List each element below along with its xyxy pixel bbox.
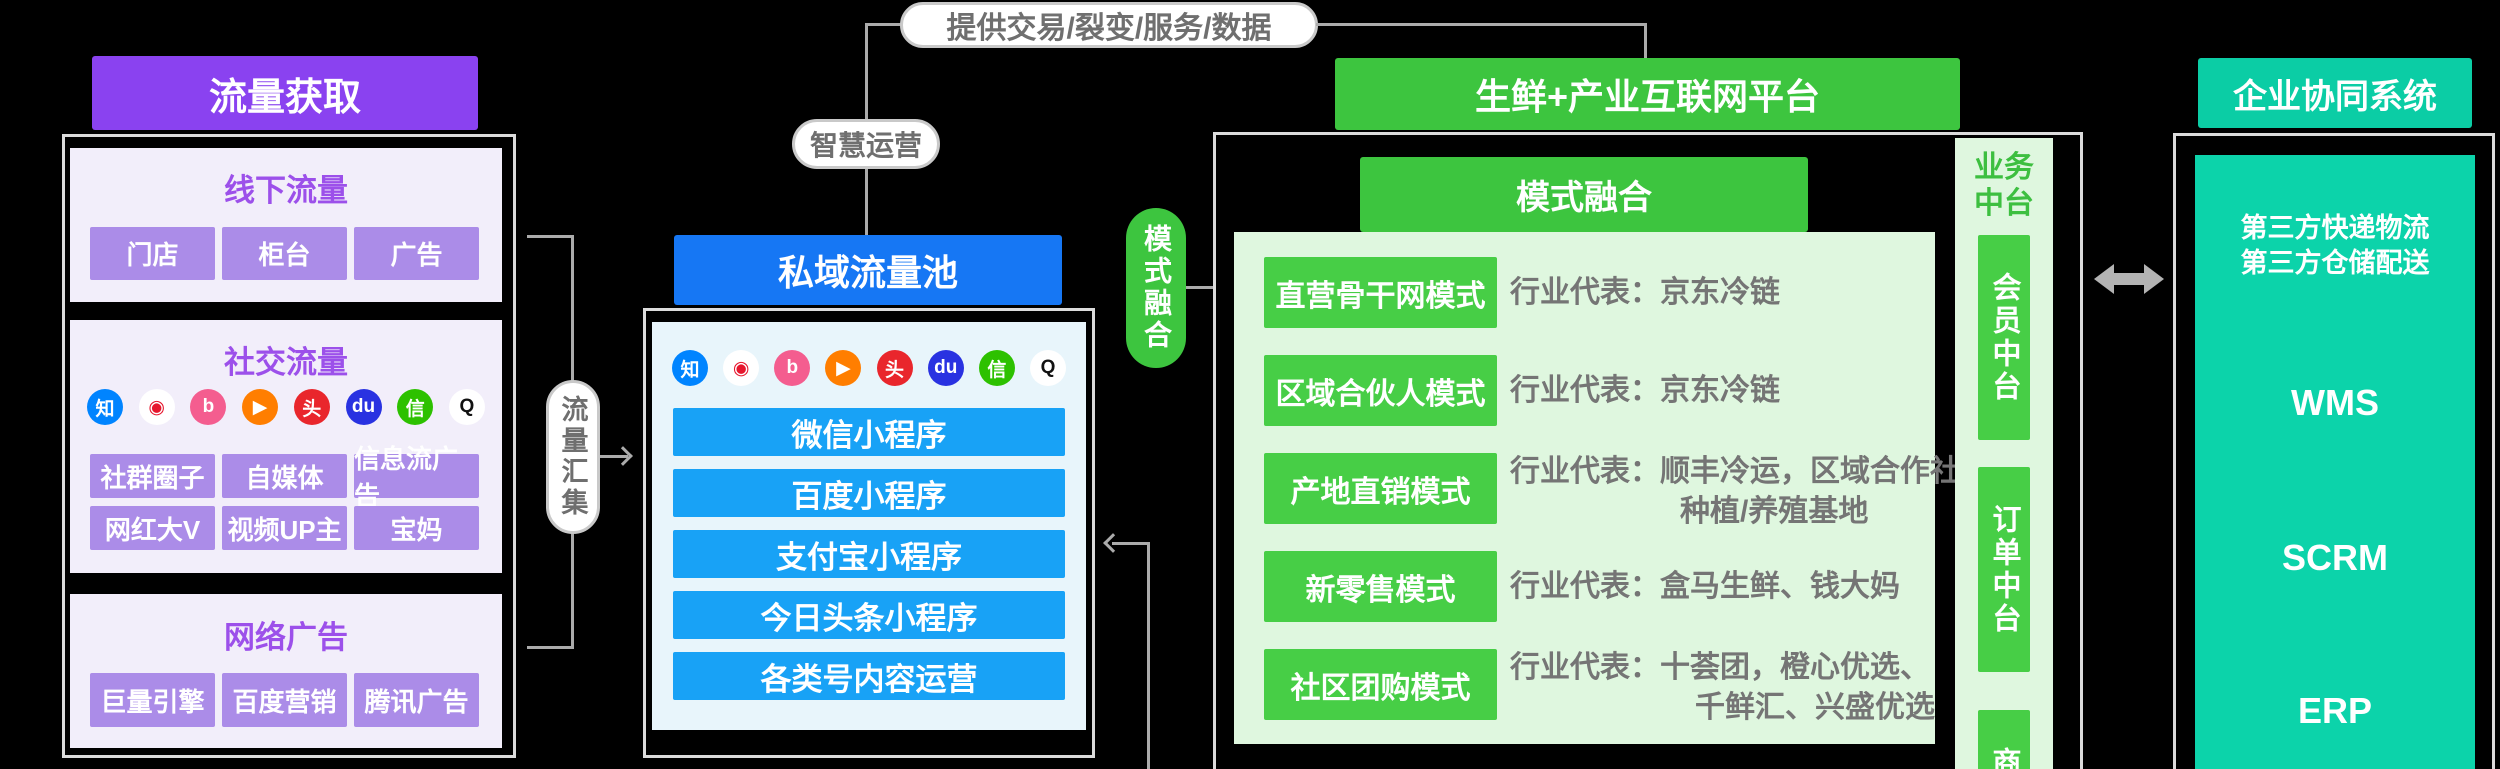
mode-community-groupbuy-desc: 行业代表：十荟团，橙心优选、 千鲜汇、兴盛优选 <box>1510 648 1935 728</box>
platform-box <box>1213 132 2083 769</box>
enterprise-logistics-line2: 第三方仓储配送 <box>2240 248 2430 278</box>
baidu-icon: du <box>927 350 964 386</box>
enterprise-system-scrm: SCRM <box>2282 537 2388 578</box>
toutiao-icon: 头 <box>876 350 913 386</box>
social-icon-row: 知 ◉ b ▶ 头 du 信 Q <box>87 389 485 425</box>
channel-toutiao-miniprogram[interactable]: 今日头条小程序 <box>673 591 1065 639</box>
middle-office-title-line2: 中台 <box>1974 187 2034 220</box>
middle-office-member[interactable]: 会员中台 <box>1978 235 2030 440</box>
mode-community-groupbuy[interactable]: 社区团购模式 <box>1264 649 1497 720</box>
enterprise-system-wms: WMS <box>2291 382 2379 423</box>
weibo-icon: ◉ <box>138 389 175 425</box>
channel-baidu-miniprogram[interactable]: 百度小程序 <box>673 469 1065 517</box>
mode-regional-partner[interactable]: 区域合伙人模式 <box>1264 355 1497 426</box>
social-item-selfmedia[interactable]: 自媒体 <box>222 454 347 498</box>
arrow-bar <box>2112 273 2146 285</box>
offline-item-store[interactable]: 门店 <box>90 227 215 280</box>
middle-office-title: 业务 中台 <box>1955 150 2053 222</box>
top-services-pill: 提供交易/裂变/服务/数据 <box>900 2 1318 48</box>
mode-direct-backbone-desc: 行业代表：京东冷链 <box>1510 275 1780 309</box>
middle-office-product[interactable]: 商品中台 <box>1978 710 2030 769</box>
top-hline-right <box>1316 23 1646 26</box>
desc-line: 种植/养殖基地 <box>1680 495 1869 528</box>
arrow-left-tip <box>2094 264 2114 294</box>
baidu-icon: du <box>345 389 382 425</box>
offline-item-ad[interactable]: 广告 <box>354 227 479 280</box>
social-item-community[interactable]: 社群圈子 <box>90 454 215 498</box>
bidirectional-arrow-icon <box>2094 264 2164 294</box>
channel-content-operation[interactable]: 各类号内容运营 <box>673 652 1065 700</box>
traffic-collect-pill: 流量汇集 <box>546 380 600 534</box>
qq-icon: Q <box>448 389 485 425</box>
smart-ops-pill: 智慧运营 <box>792 119 940 169</box>
ads-item-baidu[interactable]: 百度营销 <box>222 673 347 727</box>
ads-item-tencent[interactable]: 腾讯广告 <box>354 673 479 727</box>
mode-origin-direct[interactable]: 产地直销模式 <box>1264 453 1497 524</box>
kuaishou-icon: ▶ <box>242 389 279 425</box>
platform-subheader: 模式融合 <box>1360 157 1808 232</box>
zhihu-icon: 知 <box>672 350 708 386</box>
top-hline-left <box>865 23 902 26</box>
arrow-right-tip <box>2144 264 2164 294</box>
bracket-top-stub <box>527 235 574 238</box>
collect-arrow-line <box>600 455 628 458</box>
mode-fusion-connector <box>1186 286 1213 289</box>
mode-fusion-pill: 模式融合 <box>1126 208 1186 368</box>
ads-item-oceanengine[interactable]: 巨量引擎 <box>90 673 215 727</box>
social-item-mom[interactable]: 宝妈 <box>354 506 479 550</box>
mode-new-retail[interactable]: 新零售模式 <box>1264 551 1497 622</box>
network-ads-title: 网络广告 <box>224 620 348 655</box>
enterprise-logistics-line1: 第三方快递物流 <box>2240 213 2430 243</box>
traffic-acquisition-box <box>62 134 516 758</box>
social-item-feedads[interactable]: 信息流广告 <box>354 444 479 511</box>
return-arrow-head <box>1103 533 1123 553</box>
mode-direct-backbone[interactable]: 直营骨干网模式 <box>1264 257 1497 328</box>
middle-office-title-line1: 业务 <box>1974 151 2034 184</box>
enterprise-header: 企业协同系统 <box>2198 58 2472 128</box>
bilibili-icon: b <box>190 389 227 425</box>
top-vline-right <box>1644 23 1647 58</box>
wechat-icon: 信 <box>397 389 434 425</box>
kuaishou-icon: ▶ <box>825 350 862 386</box>
bracket-bottom-stub <box>527 646 574 649</box>
traffic-acquisition-header: 流量获取 <box>92 56 478 130</box>
middle-office-order[interactable]: 订单中台 <box>1978 467 2030 672</box>
mode-new-retail-desc: 行业代表：盒马生鲜、钱大妈 <box>1510 569 1900 603</box>
offline-item-counter[interactable]: 柜台 <box>222 227 347 280</box>
mode-regional-partner-desc: 行业代表：京东冷链 <box>1510 373 1780 407</box>
return-hline <box>1112 542 1150 545</box>
platform-header: 生鲜+产业互联网平台 <box>1335 58 1960 130</box>
mode-origin-direct-desc: 行业代表：顺丰冷运，区域合作社， 种植/养殖基地 <box>1510 452 1990 532</box>
social-traffic-title: 社交流量 <box>224 345 348 380</box>
middle-office-panel <box>1955 138 2053 769</box>
private-pool-box <box>643 308 1095 758</box>
desc-line: 行业代表：顺丰冷运，区域合作社， <box>1510 455 1990 488</box>
weibo-icon: ◉ <box>723 350 760 386</box>
bilibili-icon: b <box>774 350 811 386</box>
channel-alipay-miniprogram[interactable]: 支付宝小程序 <box>673 530 1065 578</box>
toutiao-icon: 头 <box>293 389 330 425</box>
wechat-icon: 信 <box>978 350 1015 386</box>
enterprise-panel <box>2195 155 2475 769</box>
social-item-uploader[interactable]: 视频UP主 <box>222 506 347 550</box>
desc-line: 行业代表：十荟团，橙心优选、 <box>1510 651 1930 684</box>
desc-line: 千鲜汇、兴盛优选 <box>1695 691 1935 724</box>
private-pool-header: 私域流量池 <box>674 235 1062 305</box>
channel-wechat-miniprogram[interactable]: 微信小程序 <box>673 408 1065 456</box>
return-vline <box>1147 542 1150 769</box>
social-item-influencer[interactable]: 网红大V <box>90 506 215 550</box>
pool-icon-row: 知 ◉ b ▶ 头 du 信 Q <box>672 350 1066 386</box>
offline-traffic-title: 线下流量 <box>224 173 348 208</box>
zhihu-icon: 知 <box>87 389 123 425</box>
enterprise-box <box>2173 133 2495 769</box>
enterprise-system-erp: ERP <box>2297 690 2373 731</box>
collect-arrow-head <box>613 446 633 466</box>
qq-icon: Q <box>1029 350 1066 386</box>
